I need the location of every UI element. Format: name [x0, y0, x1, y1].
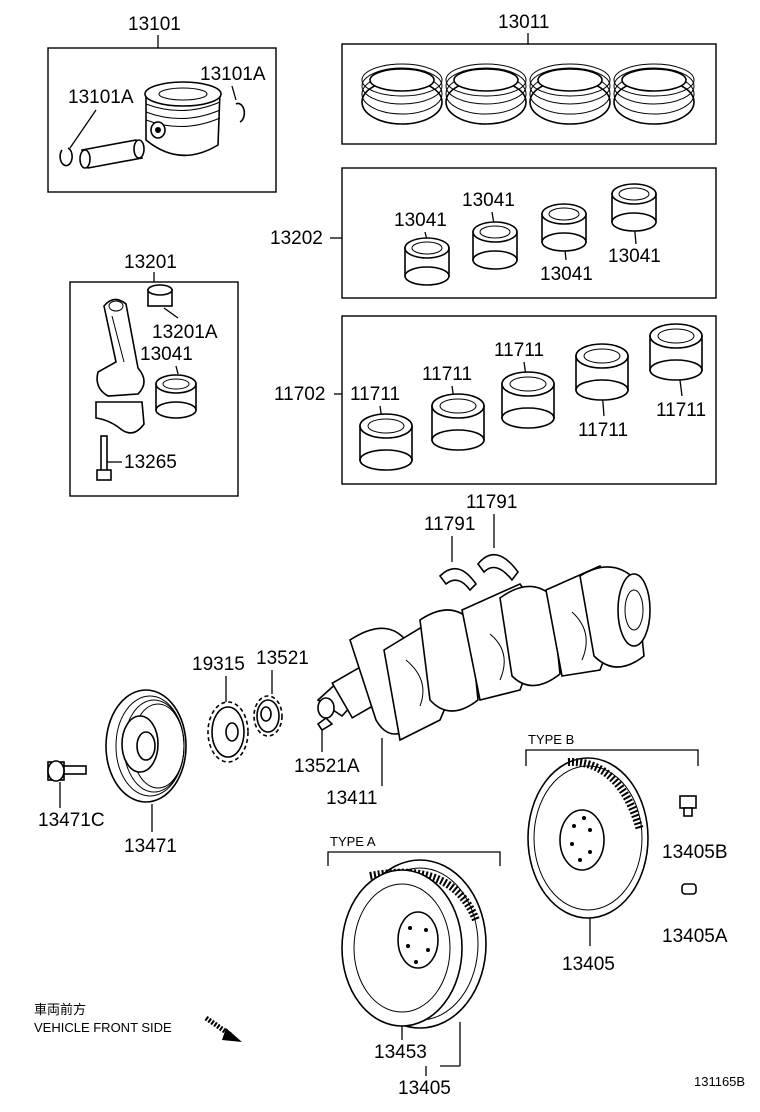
connecting-rod-box [69, 281, 239, 497]
connecting-rod-group: 13201 13201A 13041 13265 [69, 252, 239, 497]
front-side-jp: 車両前方 [34, 1002, 86, 1017]
label-19315[interactable]: 19315 [192, 654, 245, 675]
connecting-rod [95, 298, 145, 434]
label-13471C[interactable]: 13471C [38, 810, 105, 831]
label-11711-a[interactable]: 11711 [350, 384, 400, 405]
label-13041-b[interactable]: 13041 [462, 190, 515, 211]
flywheel-bolt [679, 795, 697, 817]
main-bearing-group: 11702 11711 11711 11711 11711 11711 [274, 315, 717, 485]
rod-bearing-3 [541, 203, 587, 252]
thrust-washer-group: 11791 11791 [424, 492, 519, 592]
label-13041-c[interactable]: 13041 [540, 264, 593, 285]
crankshaft [316, 565, 651, 742]
timing-gear-group: 19315 13521 [192, 648, 309, 763]
ring-box [341, 43, 717, 145]
piston [144, 81, 222, 157]
label-11791-a[interactable]: 11791 [424, 514, 475, 535]
label-13101[interactable]: 13101 [128, 14, 181, 35]
main-bearing-3 [501, 371, 555, 429]
label-13265[interactable]: 13265 [124, 452, 177, 473]
rod-bearing-box [341, 167, 717, 299]
snap-ring-right [235, 102, 246, 123]
label-13041-e[interactable]: 13041 [140, 344, 193, 365]
label-11711-b[interactable]: 11711 [422, 364, 472, 385]
type-a-group: TYPE A 13453 13405 [327, 834, 501, 1099]
thrust-washer-2 [476, 554, 519, 582]
rod-bearing-group: 13202 13041 13041 13041 13041 [270, 167, 717, 299]
rod-bearing-5 [155, 374, 197, 419]
front-side-note: 車両前方 VEHICLE FRONT SIDE [34, 1002, 242, 1042]
main-bearing-2 [431, 393, 485, 451]
label-13521A[interactable]: 13521A [294, 756, 360, 777]
label-13101A-left[interactable]: 13101A [68, 87, 134, 108]
main-bearing-4 [575, 343, 629, 401]
figure-code: 131165B [694, 1074, 745, 1089]
main-bearing-1 [359, 413, 413, 471]
rod-bearing-4 [611, 183, 657, 232]
label-13405B[interactable]: 13405B [662, 842, 728, 863]
flywheel-pin [681, 883, 697, 895]
flywheel-type-b [527, 757, 649, 919]
type-b-label[interactable]: TYPE B [528, 732, 574, 747]
label-11702[interactable]: 11702 [274, 384, 325, 405]
rod-cap [95, 401, 145, 434]
label-13405-b[interactable]: 13405 [562, 954, 615, 975]
label-13201[interactable]: 13201 [124, 252, 177, 273]
label-13041-d[interactable]: 13041 [608, 246, 661, 267]
crank-key [316, 716, 334, 732]
label-11711-e[interactable]: 11711 [656, 400, 706, 421]
pulley-group: 13471C 13471 [38, 689, 187, 857]
label-13041-a[interactable]: 13041 [394, 210, 447, 231]
piston-ring-2 [445, 63, 527, 125]
label-11711-c[interactable]: 11711 [494, 340, 544, 361]
label-13411[interactable]: 13411 [326, 788, 377, 809]
rod-bolt [96, 435, 112, 481]
label-13011[interactable]: 13011 [498, 12, 549, 33]
label-13405A[interactable]: 13405A [662, 926, 728, 947]
label-13405-a[interactable]: 13405 [398, 1078, 451, 1099]
main-bearing-5 [649, 323, 703, 381]
label-13201A[interactable]: 13201A [152, 322, 218, 343]
label-13521[interactable]: 13521 [256, 648, 309, 669]
label-11711-d[interactable]: 11711 [578, 420, 628, 441]
label-13471[interactable]: 13471 [124, 836, 177, 857]
label-13101A-right[interactable]: 13101A [200, 64, 266, 85]
piston-ring-group: 13011 [341, 12, 717, 145]
label-13202[interactable]: 13202 [270, 228, 323, 249]
piston-ring-4 [613, 63, 695, 125]
sprocket-13521 [253, 695, 283, 737]
front-arrow-icon [204, 1015, 242, 1042]
type-a-label[interactable]: TYPE A [330, 834, 376, 849]
piston-group: 13101 13101A 13101A [47, 14, 277, 193]
rod-bearing-2 [472, 221, 518, 270]
piston-pin [79, 139, 145, 169]
piston-box [47, 47, 277, 193]
rod-bearing-1 [404, 237, 450, 286]
type-b-group: TYPE B 13405B 13405A 13405 [525, 732, 728, 975]
flywheel-type-a [341, 859, 487, 1029]
label-13453[interactable]: 13453 [374, 1042, 427, 1063]
main-bearing-box [341, 315, 717, 485]
rod-bush [147, 284, 173, 307]
front-side-en: VEHICLE FRONT SIDE [34, 1020, 172, 1035]
snap-ring-left [59, 147, 73, 167]
pulley-bolt [47, 760, 87, 782]
piston-ring-1 [361, 63, 443, 125]
crank-pulley [105, 689, 187, 803]
piston-ring-3 [529, 63, 611, 125]
sprocket-19315 [207, 701, 249, 763]
label-11791-b[interactable]: 11791 [466, 492, 517, 513]
thrust-washer-1 [438, 567, 478, 592]
